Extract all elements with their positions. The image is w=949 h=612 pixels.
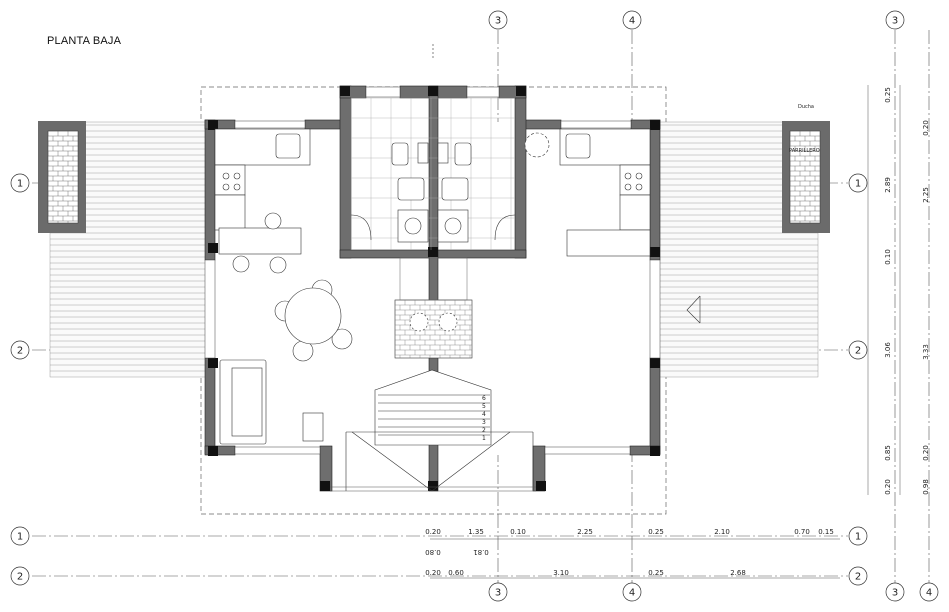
grid-bubble: 2 xyxy=(848,566,868,586)
svg-text:3: 3 xyxy=(495,16,501,27)
grid-bubble: 4 xyxy=(622,582,642,602)
grid-bubble: 3 xyxy=(885,10,905,30)
grid-bubble: 4 xyxy=(919,582,939,602)
dimension-label: 0.20 xyxy=(425,569,441,577)
stair-step-number: 2 xyxy=(482,427,486,434)
stair-step-number: 6 xyxy=(482,395,486,402)
dimension-label: 0.20 xyxy=(425,528,441,536)
dimension-label: 3.33 xyxy=(922,344,930,360)
svg-text:2: 2 xyxy=(855,346,861,357)
dimension-label: 0.70 xyxy=(794,528,810,536)
grid-bubble: 4 xyxy=(622,10,642,30)
dimension-label: 0.15 xyxy=(818,528,834,536)
stair-step-number: 5 xyxy=(482,403,486,410)
dimension-label: 0.20 xyxy=(884,479,892,495)
dimension-label: 2.25 xyxy=(922,187,930,203)
parrillero-left xyxy=(38,121,86,233)
stairs xyxy=(345,369,534,492)
svg-text:4: 4 xyxy=(629,588,635,599)
bathroom-fixtures xyxy=(350,142,516,243)
grid-bubble: 1 xyxy=(848,526,868,546)
dimension-label: 0.85 xyxy=(884,445,892,461)
dimension-label: 0.25 xyxy=(884,87,892,103)
grid-bubble: 2 xyxy=(848,340,868,360)
dimension-label: 2.89 xyxy=(884,177,892,193)
plan-title: PLANTA BAJA xyxy=(47,35,122,47)
svg-text:1: 1 xyxy=(17,179,23,190)
label-ducha: Ducha xyxy=(798,104,814,110)
svg-text:1: 1 xyxy=(855,532,861,543)
dimension-label: 3.10 xyxy=(553,569,569,577)
dining-table xyxy=(274,279,353,362)
dimension-label: 2.68 xyxy=(730,569,746,577)
grid-bubble: 3 xyxy=(885,582,905,602)
dimension-label: 0.60 xyxy=(448,569,464,577)
dimension-label: 0.20 xyxy=(922,445,930,461)
sofa xyxy=(219,359,324,445)
label-parrillero: PARRILLERO xyxy=(789,148,820,154)
dimension-label: 0.98 xyxy=(922,479,930,495)
dimension-label: 1.35 xyxy=(468,528,484,536)
fireplace xyxy=(394,299,473,359)
svg-text:3: 3 xyxy=(495,588,501,599)
kitchen-right xyxy=(524,128,651,257)
svg-text:4: 4 xyxy=(926,588,932,599)
grid-bubble: 3 xyxy=(488,582,508,602)
dimension-label: 2.25 xyxy=(577,528,593,536)
kitchen-left xyxy=(214,128,311,274)
dimension-label: 0.10 xyxy=(510,528,526,536)
svg-text:3: 3 xyxy=(892,588,898,599)
dimension-label: 0.81 xyxy=(473,548,489,556)
columns xyxy=(208,86,660,491)
dimension-label: 3.06 xyxy=(884,342,892,358)
svg-text:1: 1 xyxy=(855,179,861,190)
section-marker xyxy=(432,44,701,324)
chimney-duct xyxy=(399,257,468,301)
grid-bubble: 1 xyxy=(848,173,868,193)
svg-text:2: 2 xyxy=(17,346,23,357)
grid-bubble: 1 xyxy=(10,173,30,193)
stair-step-number: 1 xyxy=(482,435,486,442)
dimension-label: 0.25 xyxy=(648,528,664,536)
parrillero-right xyxy=(782,121,830,233)
bathroom-tiles xyxy=(350,97,515,250)
grid-bubble: 2 xyxy=(10,340,30,360)
stair-step-number: 3 xyxy=(482,419,486,426)
windows xyxy=(204,86,661,455)
grid-bubble: 3 xyxy=(488,10,508,30)
dimension-label: 0.80 xyxy=(425,548,441,556)
svg-text:2: 2 xyxy=(855,572,861,583)
svg-text:2: 2 xyxy=(17,572,23,583)
stair-step-number: 4 xyxy=(482,411,486,418)
grid-bubble: 1 xyxy=(10,526,30,546)
svg-text:3: 3 xyxy=(892,16,898,27)
dimension-label: 0.10 xyxy=(884,249,892,265)
grid-bubble: 2 xyxy=(10,566,30,586)
dimension-label: 0.25 xyxy=(648,569,664,577)
dimension-label: 0.20 xyxy=(922,120,930,136)
svg-text:4: 4 xyxy=(629,16,635,27)
dimension-label: 2.10 xyxy=(714,528,730,536)
svg-text:1: 1 xyxy=(17,532,23,543)
